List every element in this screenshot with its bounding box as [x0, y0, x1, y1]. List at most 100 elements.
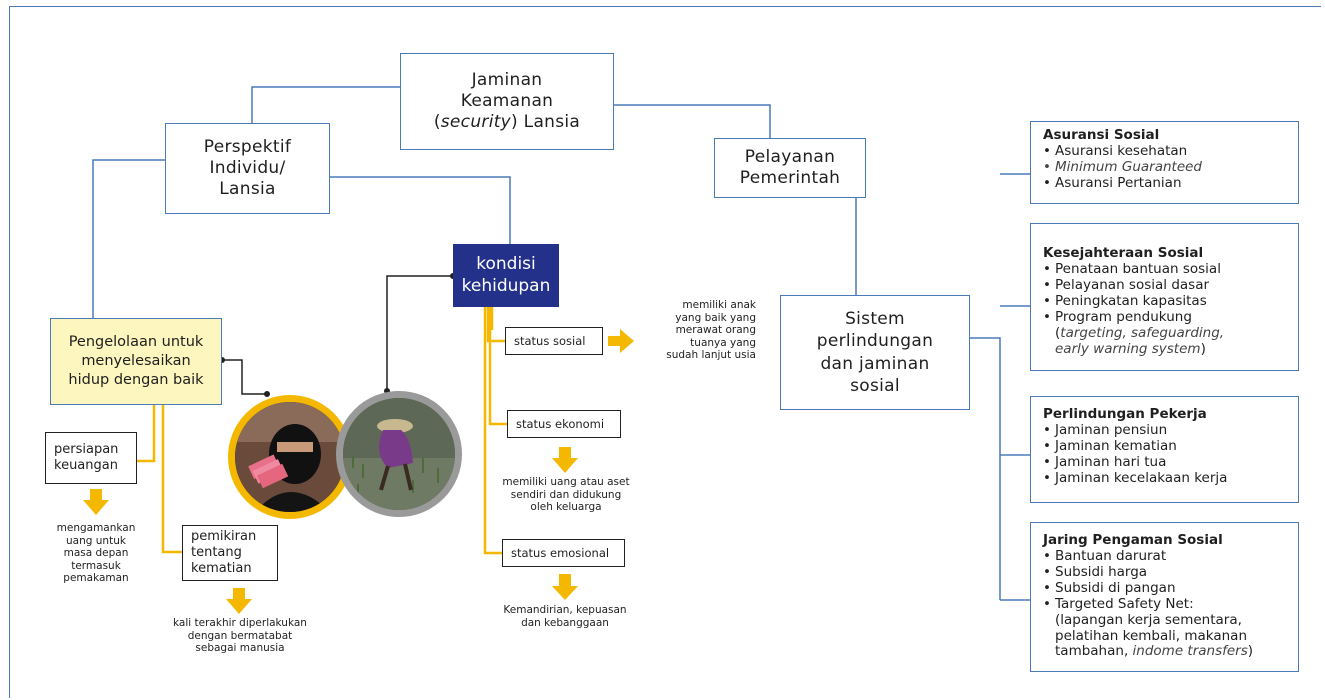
pengelolaan-box: Pengelolaan untuk menyelesaikan hidup de… [50, 318, 222, 405]
panel-kesejahteraan-item: Peningkatan kapasitas [1043, 293, 1288, 310]
pemikiran-note-line: dengan bermatabat [187, 629, 293, 642]
arrow-pemikiran [226, 588, 252, 614]
pemikiran-note: kali terakhir diperlakukan dengan bermat… [155, 617, 325, 655]
root-line1: Jaminan [471, 69, 543, 90]
photo-woman-money [228, 395, 352, 519]
status-emosional-label: status emosional [511, 545, 610, 560]
line-sistem-rail [970, 337, 1001, 600]
sistem-line2: perlindungan [816, 331, 934, 352]
persiapan-note: mengamankan uang untuk masa depan termas… [38, 522, 154, 585]
panel-jaring-pengaman-sosial: Jaring Pengaman Sosial Bantuan darurat S… [1030, 522, 1299, 672]
arrow-persiapan [83, 489, 109, 515]
panel-kesejahteraan-cont1: (targeting, safeguarding, [1055, 324, 1225, 341]
sistem-box: Sistem perlindungan dan jaminan sosial [780, 295, 970, 410]
status-ekonomi-note: memiliki uang atau aset sendiri dan didu… [487, 476, 645, 514]
panel-kesejahteraan-item: Penataan bantuan sosial [1043, 261, 1288, 278]
line-root-individu [251, 86, 400, 123]
line-kondisi-photo [386, 275, 453, 391]
pengelolaan-line3: hidup dengan baik [68, 371, 204, 388]
line-kondisi-sosial [486, 307, 505, 343]
status-sosial-note-line: yang baik yang [675, 311, 756, 324]
line-pengelolaan-persiapan [137, 405, 156, 463]
panel-asuransi-item: Minimum Guaranteed [1043, 159, 1288, 176]
panel-jaring-item: Subsidi harga [1043, 564, 1288, 581]
panel-kesejahteraan-item: Pelayanan sosial dasar [1043, 277, 1288, 294]
line-pengelolaan-pemikiran [161, 405, 182, 554]
status-ekonomi-note-line: sendiri dan didukung [510, 488, 622, 501]
panel-jaring-item: Subsidi di pangan [1043, 580, 1288, 597]
pemikiran-box: pemikiran tentang kematian [182, 525, 278, 581]
panel-kesejahteraan-sosial: Kesejahteraan Sosial Penataan bantuan so… [1030, 223, 1299, 371]
root-line3: (security) Lansia [433, 112, 581, 133]
panel-asuransi-item: Asuransi kesehatan [1043, 143, 1288, 160]
line-individu-kondisi [330, 176, 511, 244]
panel-asuransi-item: Asuransi Pertanian [1043, 175, 1288, 192]
pemikiran-note-line: kali terakhir diperlakukan [173, 617, 307, 629]
line-kondisi-ekonomi [488, 307, 507, 426]
pemikiran-note-line: sebagai manusia [195, 642, 285, 655]
diagram-frame [9, 6, 1321, 698]
panel-asuransi-sosial: Asuransi Sosial Asuransi kesehatan Minim… [1030, 121, 1299, 204]
line-individu-left [92, 159, 165, 318]
panel-jaring-cont: pelatihan kembali, makanan [1055, 627, 1247, 644]
status-ekonomi-label: status ekonomi [516, 416, 605, 431]
status-sosial-note-line: merawat orang [675, 324, 756, 337]
photo-farmer-rice-image [343, 398, 455, 510]
status-ekonomi-note-line: oleh keluarga [530, 501, 602, 514]
panel-kesejahteraan-cont2: early warning system) [1055, 340, 1206, 357]
arrow-status-emosional [552, 574, 578, 600]
persiapan-note-line: mengamankan [56, 522, 136, 534]
panel-pekerja-item: Jaminan kecelakaan kerja [1043, 470, 1288, 487]
persiapan-note-line: pemakaman [63, 572, 129, 585]
panel-kesejahteraan-item: Program pendukung [1043, 309, 1288, 326]
sistem-line1: Sistem [845, 309, 905, 330]
sistem-line4: sosial [850, 375, 900, 396]
panel-pekerja-title: Perlindungan Pekerja [1043, 406, 1207, 422]
root-line2: Keamanan [460, 90, 554, 111]
panel-kesejahteraan-title: Kesejahteraan Sosial [1043, 245, 1204, 261]
sistem-line3: dan jaminan [820, 353, 930, 374]
panel-asuransi-title: Asuransi Sosial [1043, 127, 1160, 143]
status-sosial-note: memiliki anak yang baik yang merawat ora… [624, 299, 756, 362]
individu-line1: Perspektif [203, 136, 292, 157]
status-sosial-note-line: sudah lanjut usia [666, 349, 756, 362]
status-sosial-note-line: memiliki anak [682, 299, 756, 311]
persiapan-line1: persiapan [54, 441, 119, 457]
kondisi-line2: kehidupan [461, 275, 551, 296]
pemikiran-line2: tentang [191, 544, 242, 560]
pemikiran-line3: kematian [191, 561, 252, 577]
panel-jaring-item: Bantuan darurat [1043, 548, 1288, 565]
status-emosional-box: status emosional [502, 539, 625, 567]
line-kondisi-emosional [483, 307, 502, 555]
line-root-pemerintah [614, 104, 771, 138]
panel-perlindungan-pekerja: Perlindungan Pekerja Jaminan pensiun Jam… [1030, 396, 1299, 503]
pengelolaan-line2: menyelesaikan [81, 353, 191, 370]
panel-jaring-cont: (lapangan kerja sementara, [1055, 611, 1242, 628]
status-ekonomi-note-line: memiliki uang atau aset [502, 476, 630, 488]
status-sosial-label: status sosial [514, 333, 586, 348]
individu-line2: Individu/ [209, 157, 286, 178]
line-pengelolaan-photo [222, 359, 267, 395]
status-emosional-note-line: Kemandirian, kepuasan [503, 604, 627, 616]
individu-line3: Lansia [219, 179, 276, 200]
status-sosial-box: status sosial [505, 327, 603, 355]
arrow-status-sosial [608, 329, 634, 353]
persiapan-note-line: masa depan [63, 547, 129, 560]
persiapan-line2: keuangan [54, 458, 118, 473]
persiapan-box: persiapan keuangan [45, 432, 137, 484]
panel-jaring-item: Targeted Safety Net: [1043, 596, 1288, 613]
panel-jaring-cont: tambahan, indome transfers) [1055, 643, 1254, 660]
persiapan-note-line: uang untuk [66, 534, 126, 547]
arrow-status-ekonomi [552, 447, 578, 473]
pemikiran-line1: pemikiran [191, 528, 257, 544]
status-emosional-note-line: dan kebanggaan [521, 616, 609, 629]
individu-box: Perspektif Individu/ Lansia [165, 123, 330, 214]
kondisi-line1: kondisi [476, 254, 536, 275]
status-emosional-note: Kemandirian, kepuasan dan kebanggaan [482, 604, 648, 629]
pemerintah-box: Pelayanan Pemerintah [714, 138, 866, 198]
pengelolaan-line1: Pengelolaan untuk [68, 334, 204, 351]
pemerintah-line2: Pemerintah [739, 168, 841, 188]
panel-pekerja-item: Jaminan pensiun [1043, 422, 1288, 439]
dot-photo-left [264, 391, 270, 397]
status-ekonomi-box: status ekonomi [507, 410, 621, 438]
